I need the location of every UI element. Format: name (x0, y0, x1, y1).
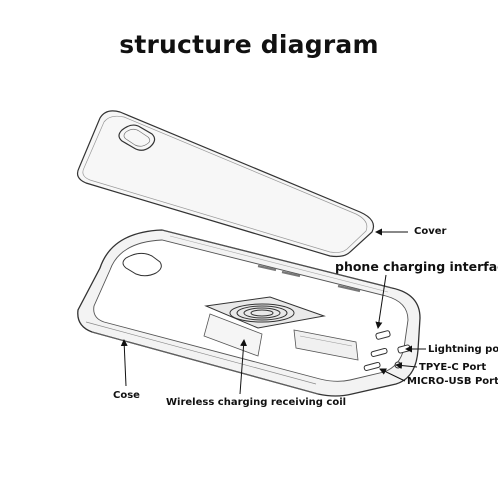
cover-label: Cover (414, 226, 447, 237)
diagram-title: structure diagram (119, 30, 379, 59)
lightning-port-label: Lightning port (428, 344, 498, 355)
micro-usb-port-label: MICRO-USB Port (407, 376, 498, 387)
case-label: Cose (113, 390, 140, 401)
wireless-coil-module (203, 296, 359, 361)
wireless-coil-label: Wireless charging receiving coil (166, 397, 347, 408)
phone-charging-interface-label: phone charging interface (335, 259, 498, 274)
type-c-port-label: TPYE-C Port (419, 362, 487, 373)
cover-plate (76, 110, 375, 258)
leader-lines (120, 228, 426, 395)
